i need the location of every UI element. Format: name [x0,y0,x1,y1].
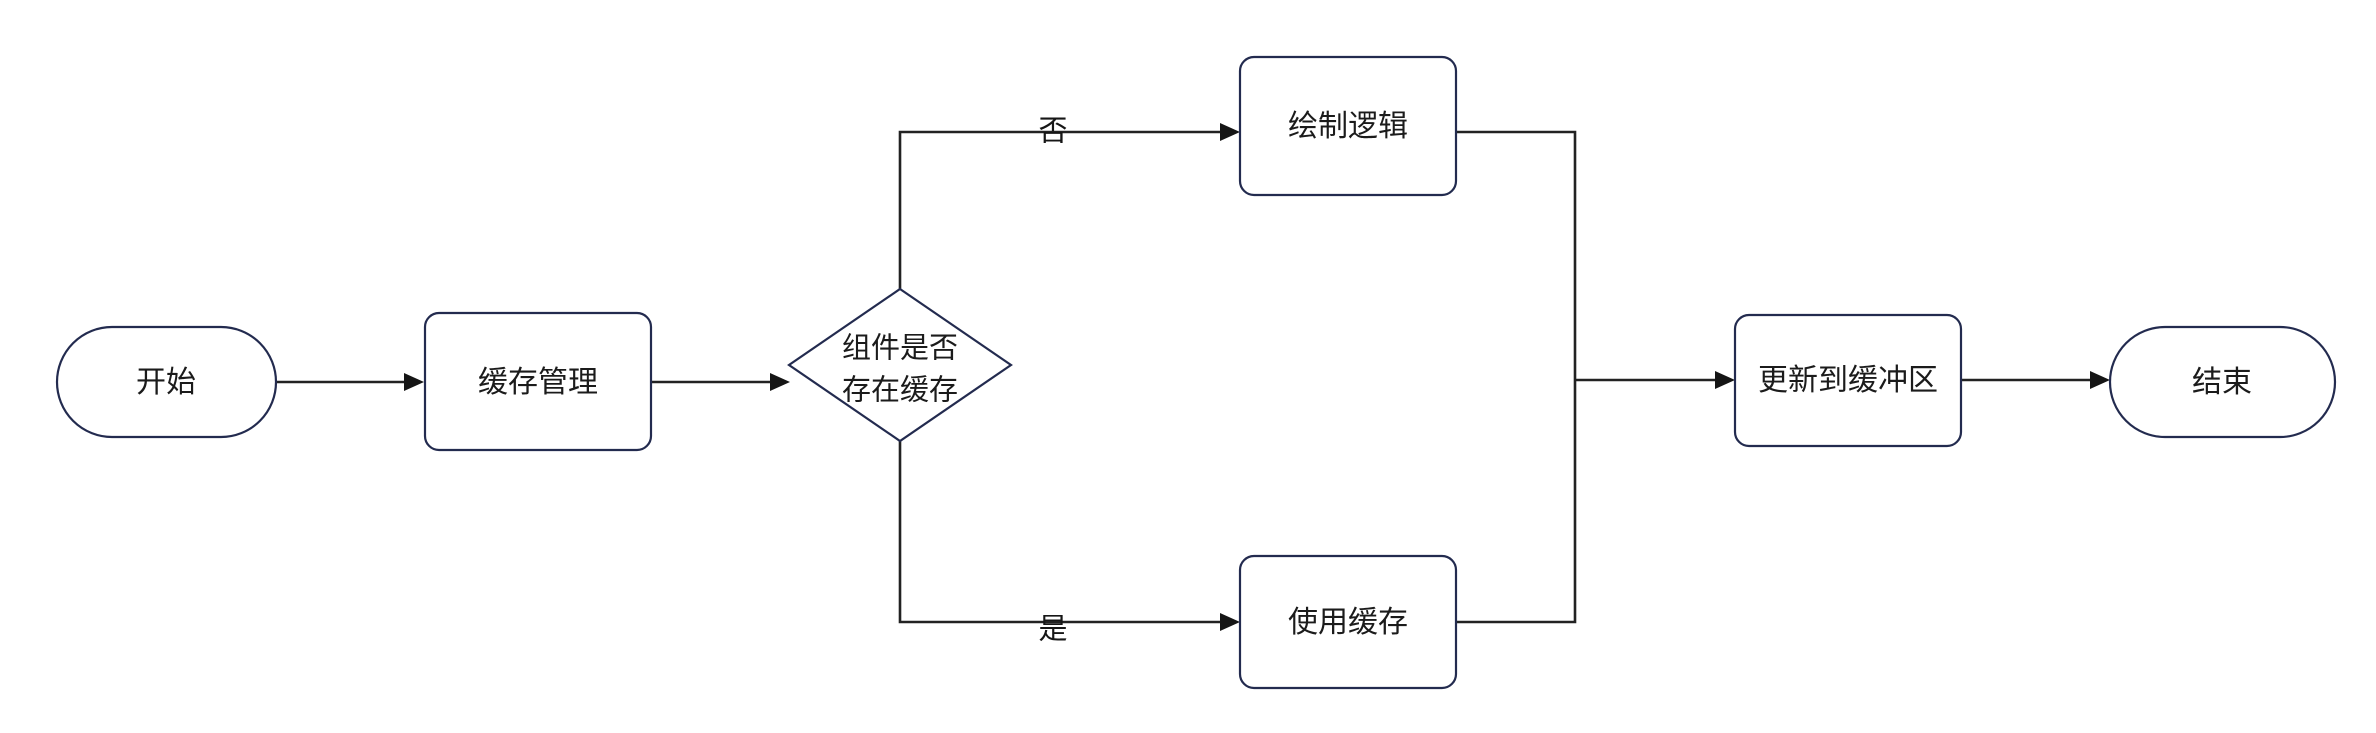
edge-draw-logic-to-merge [1456,130,1577,380]
node-end[interactable]: 结束 [2108,325,2337,439]
node-use-cache-label: 使用缓存 [1288,606,1408,639]
edge-start-to-cache-manager [276,373,424,391]
edge-decision-yes-to-use-cache [898,441,1240,631]
edge-label-yes: 是 [1038,614,1067,646]
node-draw-logic[interactable]: 绘制逻辑 [1238,55,1458,197]
edge-decision-no-to-draw-logic [898,123,1240,289]
node-decision-cache-exists[interactable]: 组件是否 存在缓存 [787,287,1013,443]
node-end-label: 结束 [2192,366,2252,399]
node-decision-label-line2: 存在缓存 [842,374,958,407]
node-decision-label-line1: 组件是否 [842,332,958,365]
edge-update-buffer-to-end [1961,371,2110,389]
edge-label-no: 否 [1038,116,1067,148]
node-cache-manager[interactable]: 缓存管理 [423,311,653,452]
node-start[interactable]: 开始 [55,325,278,439]
edge-cache-manager-to-decision [651,373,790,391]
edge-merge-to-update-buffer [1575,371,1735,389]
node-use-cache[interactable]: 使用缓存 [1238,554,1458,690]
node-update-buffer[interactable]: 更新到缓冲区 [1733,313,1963,448]
node-update-buffer-label: 更新到缓冲区 [1758,364,1938,397]
node-cache-manager-label: 缓存管理 [478,366,598,399]
edge-use-cache-to-merge [1456,380,1577,624]
node-draw-logic-label: 绘制逻辑 [1288,110,1408,143]
node-start-label: 开始 [136,366,196,399]
